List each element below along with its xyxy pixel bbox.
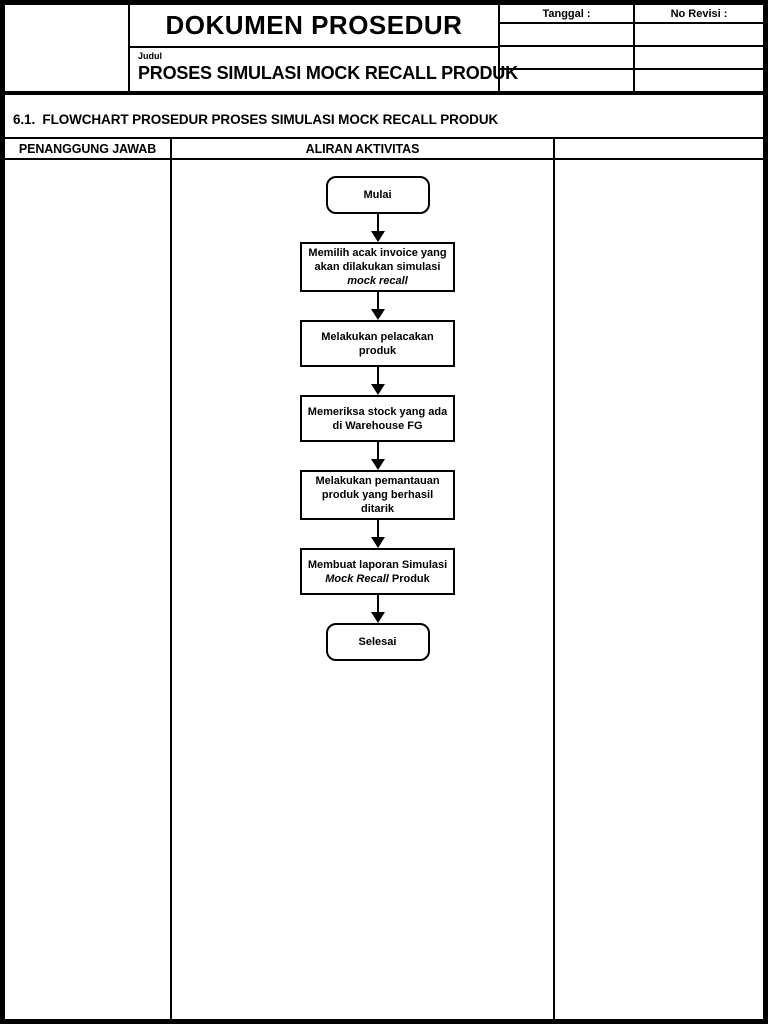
arrow-head-icon — [370, 537, 385, 548]
tanggal-column: Tanggal : — [500, 5, 633, 91]
flow-node-text-line: produk yang berhasil — [321, 489, 434, 501]
flow-node-text-line: Melakukan pemantauan — [315, 475, 440, 487]
column-header-aliran-aktivitas: ALIRAN AKTIVITAS — [172, 139, 553, 160]
flow-node-text-line: Memeriksa stock yang ada — [307, 405, 448, 418]
section-heading-band: 6.1. FLOWCHART PROSEDUR PROSES SIMULASI … — [5, 95, 763, 137]
flow-node-process: Memilih acak invoice yang akan dilakukan … — [300, 242, 455, 292]
no-revisi-column: No Revisi : — [633, 5, 763, 91]
flow-node-terminator: Mulai — [325, 176, 430, 214]
column-penanggung-jawab: PENANGGUNG JAWAB — [5, 139, 172, 1019]
flow-node-process: Melakukan pemantauan produk yang berhasil… — [300, 470, 455, 520]
revision-empty-row — [500, 47, 633, 70]
arrow-line — [376, 595, 379, 612]
section-heading: 6.1. FLOWCHART PROSEDUR PROSES SIMULASI … — [13, 111, 499, 127]
column-header-empty — [555, 139, 763, 160]
revision-empty-row — [500, 24, 633, 47]
document-header-table: DOKUMEN PROSEDUR Judul PROSES SIMULASI M… — [5, 5, 763, 95]
arrow-line — [376, 367, 379, 384]
flow-node-text-line: ditarik — [360, 503, 394, 515]
title-cell: DOKUMEN PROSEDUR Judul PROSES SIMULASI M… — [130, 5, 518, 91]
flow-node-text-line: di Warehouse FG — [332, 419, 423, 432]
revision-empty-row — [500, 70, 633, 91]
arrow-down-connector — [370, 214, 385, 242]
logo-placeholder-cell — [5, 5, 130, 91]
flow-node-text-line: akan dilakukan simulasi — [314, 261, 441, 273]
arrow-line — [376, 520, 379, 537]
revision-empty-row — [635, 24, 763, 47]
column-header-penanggung-jawab: PENANGGUNG JAWAB — [5, 139, 170, 160]
arrow-line — [376, 292, 379, 309]
tanggal-label: Tanggal : — [500, 5, 633, 24]
flow-node-text-line: Membuat laporan Simulasi — [307, 558, 448, 571]
document-title: DOKUMEN PROSEDUR — [165, 10, 463, 40]
arrow-line — [376, 214, 379, 231]
flow-node-terminator: Selesai — [325, 623, 430, 661]
arrow-line — [376, 442, 379, 459]
revision-empty-row — [635, 70, 763, 91]
arrow-head-icon — [370, 612, 385, 623]
judul-area: Judul PROSES SIMULASI MOCK RECALL PRODUK — [130, 48, 518, 91]
flow-node-text-line: Mulai — [363, 189, 392, 201]
arrow-head-icon — [370, 384, 385, 395]
flow-node-text-line: Selesai — [358, 636, 397, 648]
arrow-head-icon — [370, 459, 385, 470]
arrow-down-connector — [370, 367, 385, 395]
arrow-down-connector — [370, 442, 385, 470]
column-empty — [553, 139, 763, 1019]
arrow-head-icon — [370, 231, 385, 242]
arrow-head-icon — [370, 309, 385, 320]
document-title-area: DOKUMEN PROSEDUR — [130, 5, 498, 48]
flow-node-text-line: Memilih acak invoice yang — [308, 247, 447, 259]
flow-node-text-line: mock recall — [347, 275, 408, 287]
revision-empty-row — [635, 47, 763, 70]
arrow-down-connector — [370, 292, 385, 320]
arrow-down-connector — [370, 520, 385, 548]
arrow-down-connector — [370, 595, 385, 623]
judul-value: PROSES SIMULASI MOCK RECALL PRODUK — [138, 63, 518, 83]
flow-node-text-line: Melakukan pelacakan — [321, 330, 434, 343]
judul-label: Judul — [138, 51, 162, 61]
no-revisi-label: No Revisi : — [635, 5, 763, 24]
flow-node-text-line: produk — [358, 344, 397, 357]
flow-node-text-line: Mock Recall Produk — [325, 572, 430, 585]
